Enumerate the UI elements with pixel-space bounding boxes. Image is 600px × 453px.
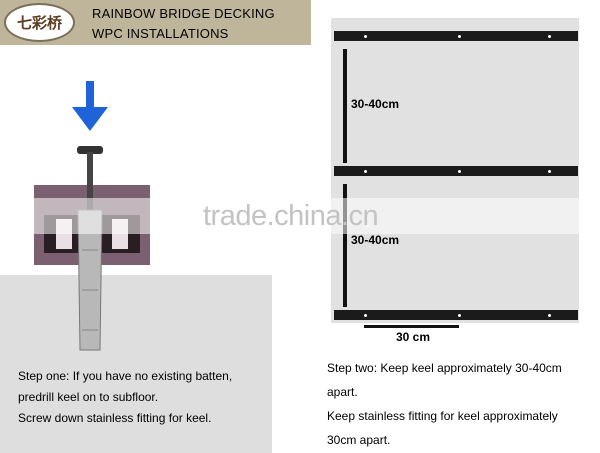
step-two-line: apart. [327, 385, 358, 399]
step-one-line: Screw down stainless fitting for keel. [18, 411, 212, 425]
dimension-line-vertical [343, 184, 347, 307]
fixing-dot [458, 314, 461, 317]
step-two-line: Keep stainless fitting for keel approxim… [327, 409, 558, 423]
dimension-line-horizontal [364, 325, 459, 328]
dimension-label-vertical-1: 30-40cm [351, 97, 400, 111]
step-one-line: Step one: If you have no existing batten… [18, 369, 233, 383]
watermark-band [0, 198, 600, 234]
keel-bottom [334, 310, 578, 320]
watermark-text: trade.china.cn [203, 200, 379, 232]
fixing-dot [458, 35, 461, 38]
keel-top [334, 31, 578, 41]
step-two-line: Step two: Keep keel approximately 30-40c… [327, 361, 562, 375]
header-title: RAINBOW BRIDGE DECKING WPC INSTALLATIONS [92, 4, 275, 44]
step-two-line: 30cm apart. [327, 433, 391, 447]
step-one-line: predrill keel on to subfloor. [18, 390, 159, 404]
fixing-dot [548, 35, 551, 38]
step-one-text: Step one: If you have no existing batten… [18, 366, 232, 429]
brand-logo: 七彩桥 [4, 3, 75, 42]
dimension-line-vertical [343, 49, 347, 163]
dimension-label-horizontal: 30 cm [396, 330, 431, 344]
down-arrow-icon [72, 81, 108, 131]
header-banner: 七彩桥 RAINBOW BRIDGE DECKING WPC INSTALLAT… [0, 0, 311, 45]
header-title-line1: RAINBOW BRIDGE DECKING [92, 6, 275, 21]
fixing-dot [548, 170, 551, 173]
header-title-line2: WPC INSTALLATIONS [92, 26, 229, 41]
subfloor-panel [0, 275, 272, 453]
fixing-dot [364, 314, 367, 317]
fixing-dot [458, 170, 461, 173]
fixing-dot [548, 314, 551, 317]
fixing-dot [364, 35, 367, 38]
keel-middle [334, 166, 578, 176]
step-two-text: Step two: Keep keel approximately 30-40c… [327, 356, 562, 452]
screw-fixing [77, 146, 103, 351]
fixing-dot [364, 170, 367, 173]
dimension-label-vertical-2: 30-40cm [351, 233, 400, 247]
